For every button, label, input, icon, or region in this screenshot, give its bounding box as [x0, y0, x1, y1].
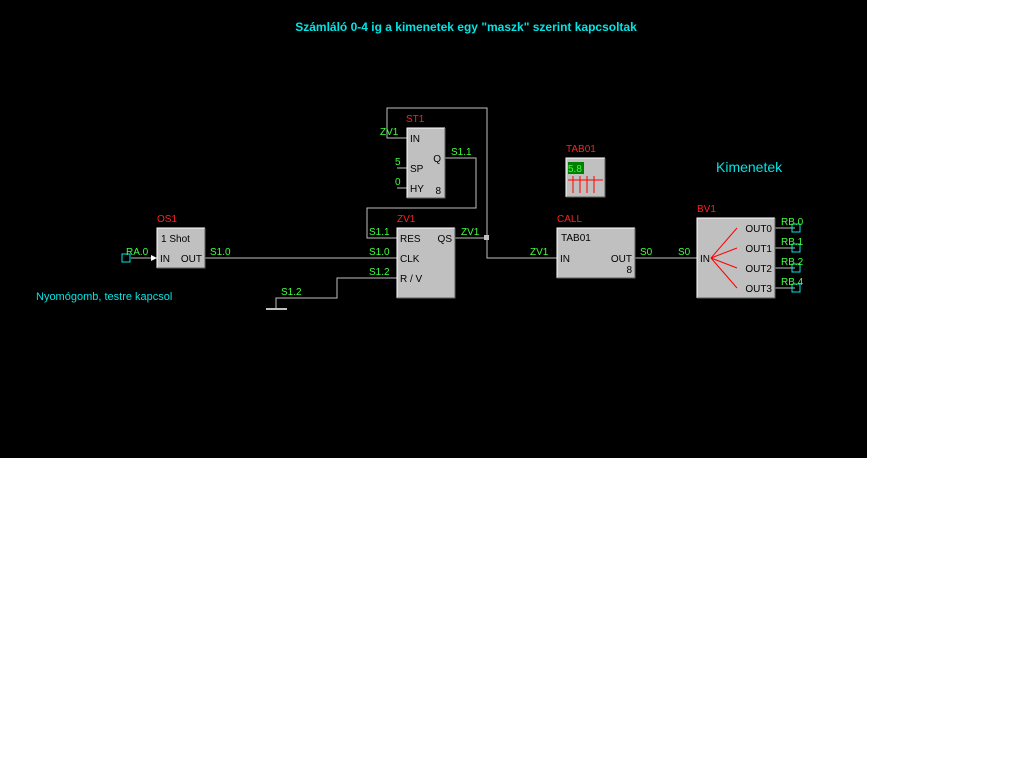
os1-in-arrow [151, 255, 157, 261]
zv1-name: ZV1 [397, 214, 416, 225]
signal-s0-in: S0 [678, 247, 691, 258]
signal-rb2: RB.2 [781, 257, 804, 268]
signal-labels: RA.0 S1.0 S1.0 S1.1 S1.1 S1.2 S1.2 ZV1 Z… [126, 127, 804, 298]
st1-pin-in: IN [410, 134, 420, 145]
wires [131, 107, 795, 310]
signal-s1-0-out: S1.0 [210, 247, 231, 258]
zv1-pin-res: RES [400, 234, 421, 245]
signal-s1-0-in: S1.0 [369, 247, 390, 258]
call-pin-out: OUT [611, 254, 632, 265]
call-pin-in: IN [560, 254, 570, 265]
block-zv1[interactable] [396, 227, 456, 299]
st1-bits: 8 [435, 186, 441, 197]
block-tab01[interactable] [565, 157, 606, 198]
bv1-out0: OUT0 [745, 224, 772, 235]
st1-name: ST1 [406, 114, 425, 125]
table-grid-icon [568, 176, 603, 193]
os1-title: 1 Shot [161, 234, 190, 245]
block-st1[interactable] [406, 127, 446, 199]
tab01-value: 5.8 [568, 164, 582, 175]
bv1-pin-in: IN [700, 254, 710, 265]
call-name: CALL [557, 214, 582, 225]
signal-zv1-qs: ZV1 [461, 227, 480, 238]
block-bv1[interactable] [696, 217, 776, 299]
bv1-name: BV1 [697, 204, 716, 215]
diagram-canvas: Számláló 0-4 ig a kimenetek egy "maszk" … [0, 0, 867, 458]
output-terminal-rb4[interactable] [791, 283, 801, 293]
signal-rb4: RB.4 [781, 277, 804, 288]
bit-fan-icon [710, 227, 738, 289]
signal-ra0: RA.0 [126, 247, 149, 258]
signal-s1-1-res: S1.1 [369, 227, 390, 238]
wire-zv1-feedback-st1 [386, 107, 488, 239]
wire-zv1-call [486, 238, 557, 259]
block-bodies [156, 127, 776, 299]
st1-pin-hy: HY [410, 184, 424, 195]
tab01-name: TAB01 [566, 144, 596, 155]
signal-rb0: RB.0 [781, 217, 804, 228]
wire-s1-2-rv [275, 277, 397, 308]
wire-st1-q-res [366, 157, 477, 239]
outputs-heading: Kimenetek [716, 159, 783, 175]
bv1-out3: OUT3 [745, 284, 772, 295]
diagram-title: Számláló 0-4 ig a kimenetek egy "maszk" … [295, 20, 637, 34]
signal-hy-const: 0 [395, 177, 401, 188]
st1-pin-sp: SP [410, 164, 424, 175]
os1-pin-out: OUT [181, 254, 202, 265]
os1-pin-in: IN [160, 254, 170, 265]
bv1-out1: OUT1 [745, 244, 772, 255]
block-texts: 1 Shot IN OUT IN Q SP HY 8 RES QS CLK R … [160, 134, 772, 295]
zv1-pin-qs: QS [438, 234, 453, 245]
pushbutton-comment: Nyomógomb, testre kapcsol [36, 291, 172, 303]
bv1-out2: OUT2 [745, 264, 772, 275]
signal-s1-2-ground: S1.2 [281, 287, 302, 298]
function-block-diagram: Számláló 0-4 ig a kimenetek egy "maszk" … [36, 20, 804, 310]
block-os1[interactable] [156, 227, 206, 269]
pin-markers [151, 255, 157, 261]
output-terminal-rb2[interactable] [791, 263, 801, 273]
signal-s1-2-rv: S1.2 [369, 267, 390, 278]
call-bits: 8 [626, 265, 632, 276]
zv1-pin-rv: R / V [400, 274, 423, 285]
io-terminals [121, 223, 801, 293]
os1-name: OS1 [157, 214, 177, 225]
zv1-pin-clk: CLK [400, 254, 420, 265]
block-names: OS1 ST1 ZV1 TAB01 CALL BV1 [157, 114, 716, 225]
signal-rb1: RB.1 [781, 237, 804, 248]
output-terminal-rb0[interactable] [791, 223, 801, 233]
call-title: TAB01 [561, 233, 591, 244]
signal-s0-out: S0 [640, 247, 653, 258]
signal-s1-1-q: S1.1 [451, 147, 472, 158]
signal-sp-const: 5 [395, 157, 401, 168]
output-terminal-rb1[interactable] [791, 243, 801, 253]
st1-pin-q: Q [433, 154, 441, 165]
block-call[interactable] [556, 227, 636, 279]
signal-zv1-call: ZV1 [530, 247, 549, 258]
junction-node [484, 235, 489, 240]
signal-zv1-st1: ZV1 [380, 127, 399, 138]
input-terminal-ra0[interactable] [121, 253, 131, 263]
